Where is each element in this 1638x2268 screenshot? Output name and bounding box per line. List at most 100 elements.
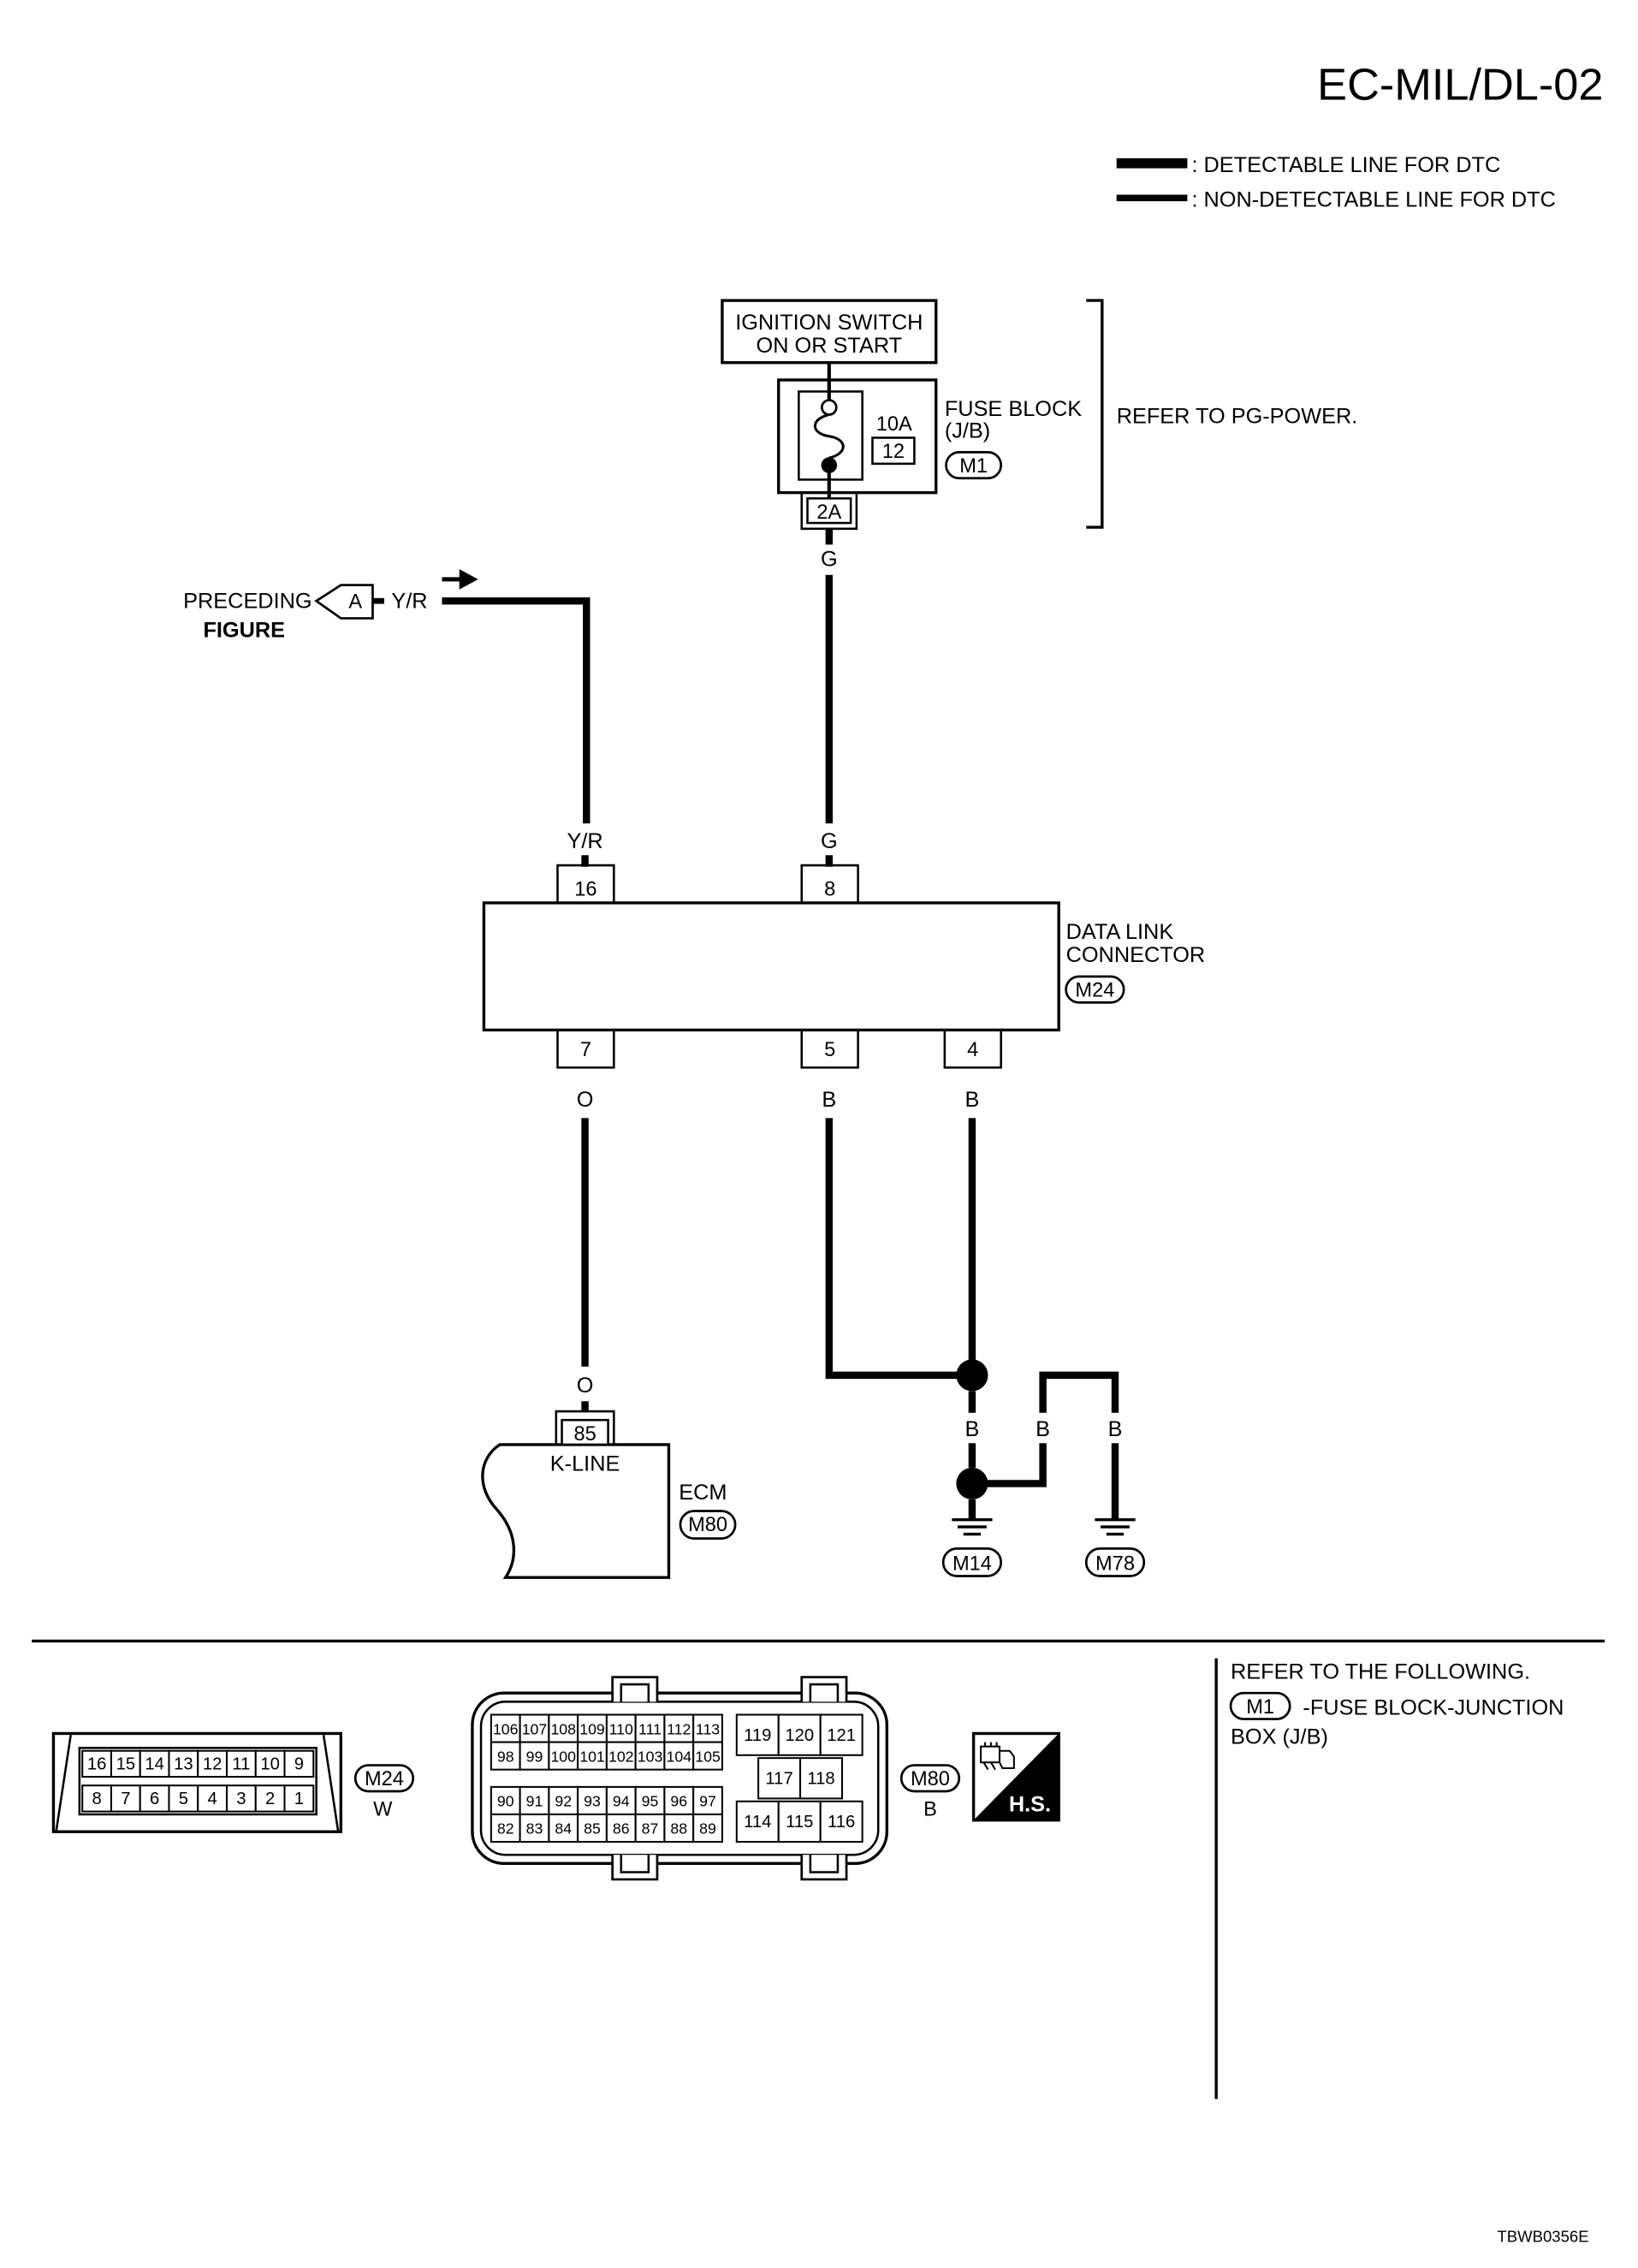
pin-number: 2 <box>265 1790 275 1808</box>
pin-number: 89 <box>699 1820 716 1838</box>
pin-cell-outline <box>225 1784 257 1813</box>
connector-latch-tab <box>800 1676 848 1702</box>
wire-color-label: B <box>822 1088 836 1112</box>
reference-panel: REFER TO THE FOLLOWING. M1 -FUSE BLOCK-J… <box>1229 1659 1564 1748</box>
pin-cell-outline <box>577 1741 608 1771</box>
data-link-connector: 16 8 DATA LINK CONNECTOR M24 7 5 4 <box>482 864 1205 1069</box>
pin-number: 121 <box>827 1726 856 1745</box>
fuse-block-connector-tag <box>945 450 1003 480</box>
pin-number: 5 <box>179 1790 188 1808</box>
pin-number: 15 <box>116 1755 136 1774</box>
terminal-box <box>806 497 852 525</box>
pin-number: 101 <box>579 1748 605 1765</box>
preceding-figure-label-2: FIGURE <box>203 618 285 642</box>
pin-number: 7 <box>121 1790 130 1808</box>
wire-color-label: Y/R <box>567 829 602 853</box>
pin-cell-outline <box>692 1813 723 1843</box>
terminal-bracket <box>943 1030 1002 1069</box>
drawing-code: TBWB0356E <box>1497 2228 1588 2246</box>
pin-cell: 90 <box>490 1785 521 1815</box>
pin-cell-outline <box>254 1749 286 1778</box>
pin-number: 107 <box>522 1720 548 1737</box>
pin-number: 103 <box>638 1748 663 1765</box>
pin-cell-outline <box>283 1784 315 1813</box>
wire-color-label: O <box>577 1088 594 1112</box>
terminal-number: 16 <box>574 879 596 901</box>
pin-cell-outline <box>692 1785 723 1815</box>
pin-cell-outline <box>663 1713 695 1743</box>
pin-cell: 102 <box>605 1741 637 1771</box>
harness-side-label: H.S. <box>1009 1793 1051 1817</box>
pin-cell-outline <box>548 1741 579 1771</box>
wire-color-label: B <box>1108 1417 1123 1441</box>
connector-latch-tab <box>611 1676 659 1702</box>
wire-color-label: G <box>821 829 838 853</box>
pin-cell-outline <box>225 1749 257 1778</box>
pin-cell: 6 <box>139 1784 170 1813</box>
pin-number: 13 <box>174 1755 193 1774</box>
pin-number: 104 <box>666 1748 691 1765</box>
terminal-box <box>561 1418 609 1446</box>
pin-cell: 103 <box>634 1741 666 1771</box>
connector-id: M24 <box>365 1768 404 1790</box>
pin-cell: 13 <box>168 1749 199 1778</box>
fuse-element-icon <box>813 413 845 460</box>
pin-number: 8 <box>92 1790 101 1808</box>
pin-cell: 83 <box>519 1813 550 1843</box>
pin-cell-outline <box>254 1784 286 1813</box>
pin-number: 118 <box>807 1770 834 1789</box>
pin-cell-outline <box>692 1741 723 1771</box>
pin-number: 106 <box>493 1720 519 1737</box>
pin-number: 117 <box>765 1770 792 1789</box>
pin-number: 1 <box>294 1790 304 1808</box>
pin-cell: 7 <box>110 1784 141 1813</box>
pin-cell: 117 <box>757 1757 802 1800</box>
pin-cell: 10 <box>254 1749 286 1778</box>
pin-cell: 96 <box>663 1785 695 1815</box>
wire-g-fuse-to-dlc: G G <box>821 528 838 867</box>
ecm-body <box>481 1443 671 1579</box>
pin-number: 88 <box>670 1820 687 1838</box>
pin-cell-outline <box>819 1713 864 1756</box>
pin-number: 4 <box>207 1790 217 1808</box>
pin-cell: 85 <box>577 1813 608 1843</box>
connector-outline-edge <box>322 1734 340 1831</box>
reference-description: -FUSE BLOCK-JUNCTION <box>1303 1696 1564 1720</box>
wire-segment <box>1039 1371 1119 1413</box>
pin-number: 92 <box>555 1793 572 1810</box>
reference-heading: REFER TO THE FOLLOWING. <box>1231 1659 1530 1683</box>
terminal-bracket <box>555 1410 615 1445</box>
preceding-figure-link: PRECEDING FIGURE A Y/R Y/R <box>183 569 603 867</box>
pin-cell: 108 <box>548 1713 579 1743</box>
harness-side-icon: H.S. <box>971 1731 1060 1822</box>
data-link-connector-id: M24 <box>1075 980 1114 1002</box>
pin-cell: 116 <box>819 1800 864 1843</box>
wire-o-dlc-to-ecm: O O <box>577 1088 594 1412</box>
pin-number: 116 <box>828 1813 855 1832</box>
legend: : DETECTABLE LINE FOR DTC : NON-DETECTAB… <box>1116 153 1556 211</box>
pin-number: 97 <box>699 1793 716 1810</box>
pin-number: 112 <box>667 1720 691 1737</box>
terminal-number: 2A <box>816 502 841 524</box>
fuse-block-terminal: 2A <box>800 492 858 531</box>
ecm: 85 K-LINE ECM M80 <box>481 1410 737 1579</box>
pin-cell-outline <box>548 1813 579 1843</box>
pin-number: 99 <box>526 1748 543 1765</box>
reference-connector-id: M1 <box>1246 1696 1274 1719</box>
fuse-terminal-closed <box>821 457 838 473</box>
pin-cell: 15 <box>110 1749 141 1778</box>
ground-connector-tag <box>1084 1547 1146 1577</box>
fuse-block-connector-id: M1 <box>959 455 988 478</box>
pin-number: 114 <box>744 1813 771 1832</box>
pin-cell: 87 <box>634 1813 666 1843</box>
pin-cell: 89 <box>692 1813 723 1843</box>
pin-number: 109 <box>579 1720 605 1737</box>
pin-cell: 107 <box>519 1713 550 1743</box>
pin-cell: 100 <box>548 1741 579 1771</box>
pin-cell: 95 <box>634 1785 666 1815</box>
pin-cell: 99 <box>519 1741 550 1771</box>
splice-dot <box>956 1359 988 1392</box>
